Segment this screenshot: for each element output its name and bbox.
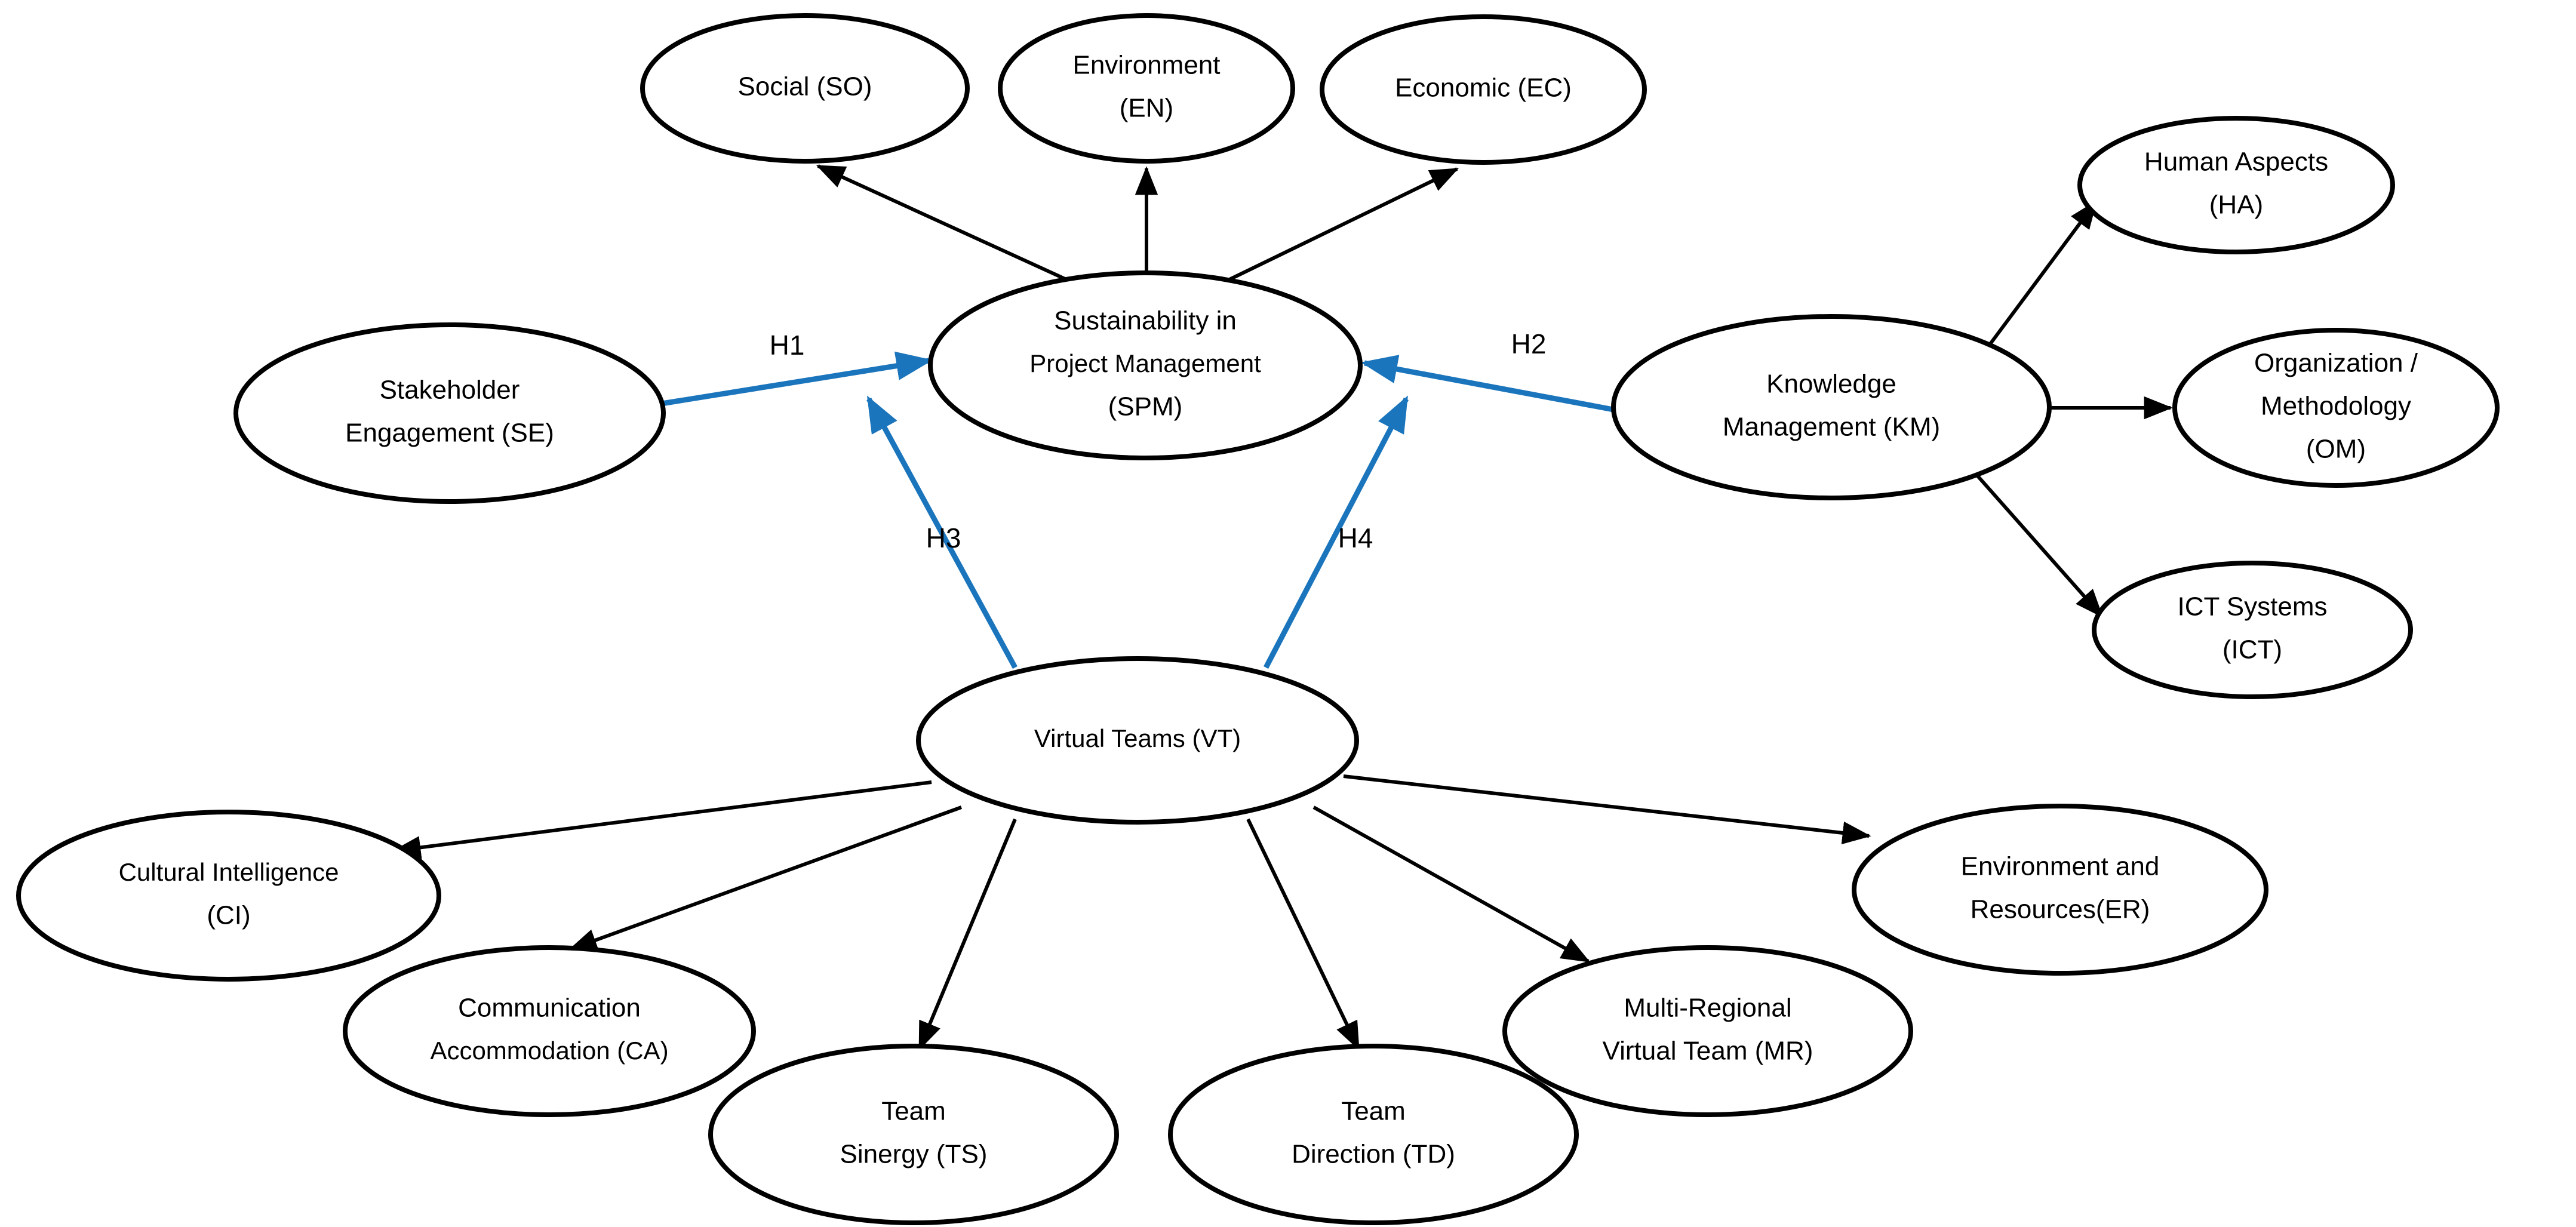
node-label-so: Social (SO) xyxy=(738,72,872,102)
node-label-ts: Team xyxy=(881,1097,946,1126)
node-shape-mr xyxy=(1502,945,1913,1117)
node-label-se: Engagement (SE) xyxy=(345,419,554,448)
node-om[interactable]: Organization / Methodology (OM) xyxy=(2172,328,2500,488)
node-label-om: (OM) xyxy=(2306,435,2366,464)
hypothesis-label-h3: H3 xyxy=(926,522,961,553)
node-label-se: Stakeholder xyxy=(380,376,520,405)
node-label-er: Resources(ER) xyxy=(1971,895,2150,924)
edge-vt-mr xyxy=(1312,805,1591,963)
edge-km-ict xyxy=(1975,473,2104,618)
node-label-ict: (ICT) xyxy=(2223,635,2282,665)
node-shape-se xyxy=(233,322,666,504)
node-label-ec: Economic (EC) xyxy=(1395,73,1572,103)
node-shape-ts xyxy=(708,1044,1119,1225)
edge-vt-td xyxy=(1246,818,1360,1051)
node-label-vt: Virtual Teams (VT) xyxy=(1034,724,1241,752)
node-shape-vt xyxy=(916,656,1359,825)
edge-km-ha xyxy=(1987,200,2098,348)
edge-se-spm xyxy=(661,351,933,407)
hypothesis-label-h4: H4 xyxy=(1338,522,1373,553)
node-vt[interactable]: Virtual Teams (VT) xyxy=(916,656,1359,825)
node-shape-ict xyxy=(2092,561,2413,699)
node-shape-td xyxy=(1168,1044,1579,1225)
node-en[interactable]: Environment (EN) xyxy=(998,13,1295,164)
node-ict[interactable]: ICT Systems (ICT) xyxy=(2092,561,2413,699)
edge-vt-ca xyxy=(568,805,963,951)
node-shape-ca xyxy=(343,945,756,1117)
node-shape-om xyxy=(2172,328,2500,488)
node-label-spm: (SPM) xyxy=(1108,392,1183,422)
node-label-er: Environment and xyxy=(1961,852,2160,881)
node-spm[interactable]: Sustainability in Project Management (SPM) xyxy=(928,270,1363,460)
node-ha[interactable]: Human Aspects (HA) xyxy=(2077,116,2395,254)
node-label-en: Environment xyxy=(1072,51,1220,80)
node-label-spm: Project Management xyxy=(1029,349,1261,377)
nodes-layer: Social (SO) Environment (EN) Economic (EC) S… xyxy=(16,13,2500,1225)
node-shape-ec xyxy=(1320,14,1647,165)
node-label-ca: Accommodation (CA) xyxy=(430,1037,668,1065)
edges-layer xyxy=(392,164,2173,1051)
node-shape-er xyxy=(1852,804,2268,976)
edge-spm-so xyxy=(816,164,1070,282)
hypothesis-label-h1: H1 xyxy=(770,330,805,361)
hypothesis-label-h2: H2 xyxy=(1511,328,1547,359)
edge-spm-ec xyxy=(1226,167,1459,282)
node-shape-ha xyxy=(2077,116,2395,254)
node-shape-ci xyxy=(16,810,441,982)
node-label-ca: Communication xyxy=(458,994,641,1023)
node-label-spm: Sustainability in xyxy=(1054,306,1237,336)
node-shape-so xyxy=(640,13,970,164)
node-label-om: Organization / xyxy=(2254,349,2418,378)
edge-vt-spm xyxy=(866,395,1018,669)
node-label-en: (EN) xyxy=(1120,94,1173,123)
edge-vt-er xyxy=(1343,774,1871,845)
edge-vt-spm2 xyxy=(1264,395,1409,669)
node-label-ts: Sinergy (TS) xyxy=(840,1140,988,1169)
node-label-km: Management (KM) xyxy=(1723,413,1940,442)
node-shape-spm xyxy=(928,270,1363,460)
node-ci[interactable]: Cultural Intelligence (CI) xyxy=(16,810,441,982)
node-label-mr: Virtual Team (MR) xyxy=(1603,1037,1813,1066)
node-label-ha: Human Aspects xyxy=(2144,147,2328,177)
node-label-mr: Multi-Regional xyxy=(1624,994,1791,1023)
node-ec[interactable]: Economic (EC) xyxy=(1320,14,1647,165)
node-label-om: Methodology xyxy=(2261,392,2411,421)
node-so[interactable]: Social (SO) xyxy=(640,13,970,164)
edge-km-spm xyxy=(1360,355,1614,413)
node-label-ci: Cultural Intelligence xyxy=(119,858,339,886)
node-shape-en xyxy=(998,13,1295,164)
node-label-ict: ICT Systems xyxy=(2177,592,2327,622)
node-label-td: Team xyxy=(1341,1097,1406,1126)
node-label-km: Knowledge xyxy=(1766,370,1896,399)
node-label-ha: (HA) xyxy=(2209,190,2263,220)
node-label-ci: (CI) xyxy=(207,901,250,930)
node-shape-km xyxy=(1611,314,2052,500)
edge-vt-ci xyxy=(392,780,932,859)
edge-vt-ts xyxy=(918,818,1017,1051)
node-label-td: Direction (TD) xyxy=(1292,1140,1455,1169)
